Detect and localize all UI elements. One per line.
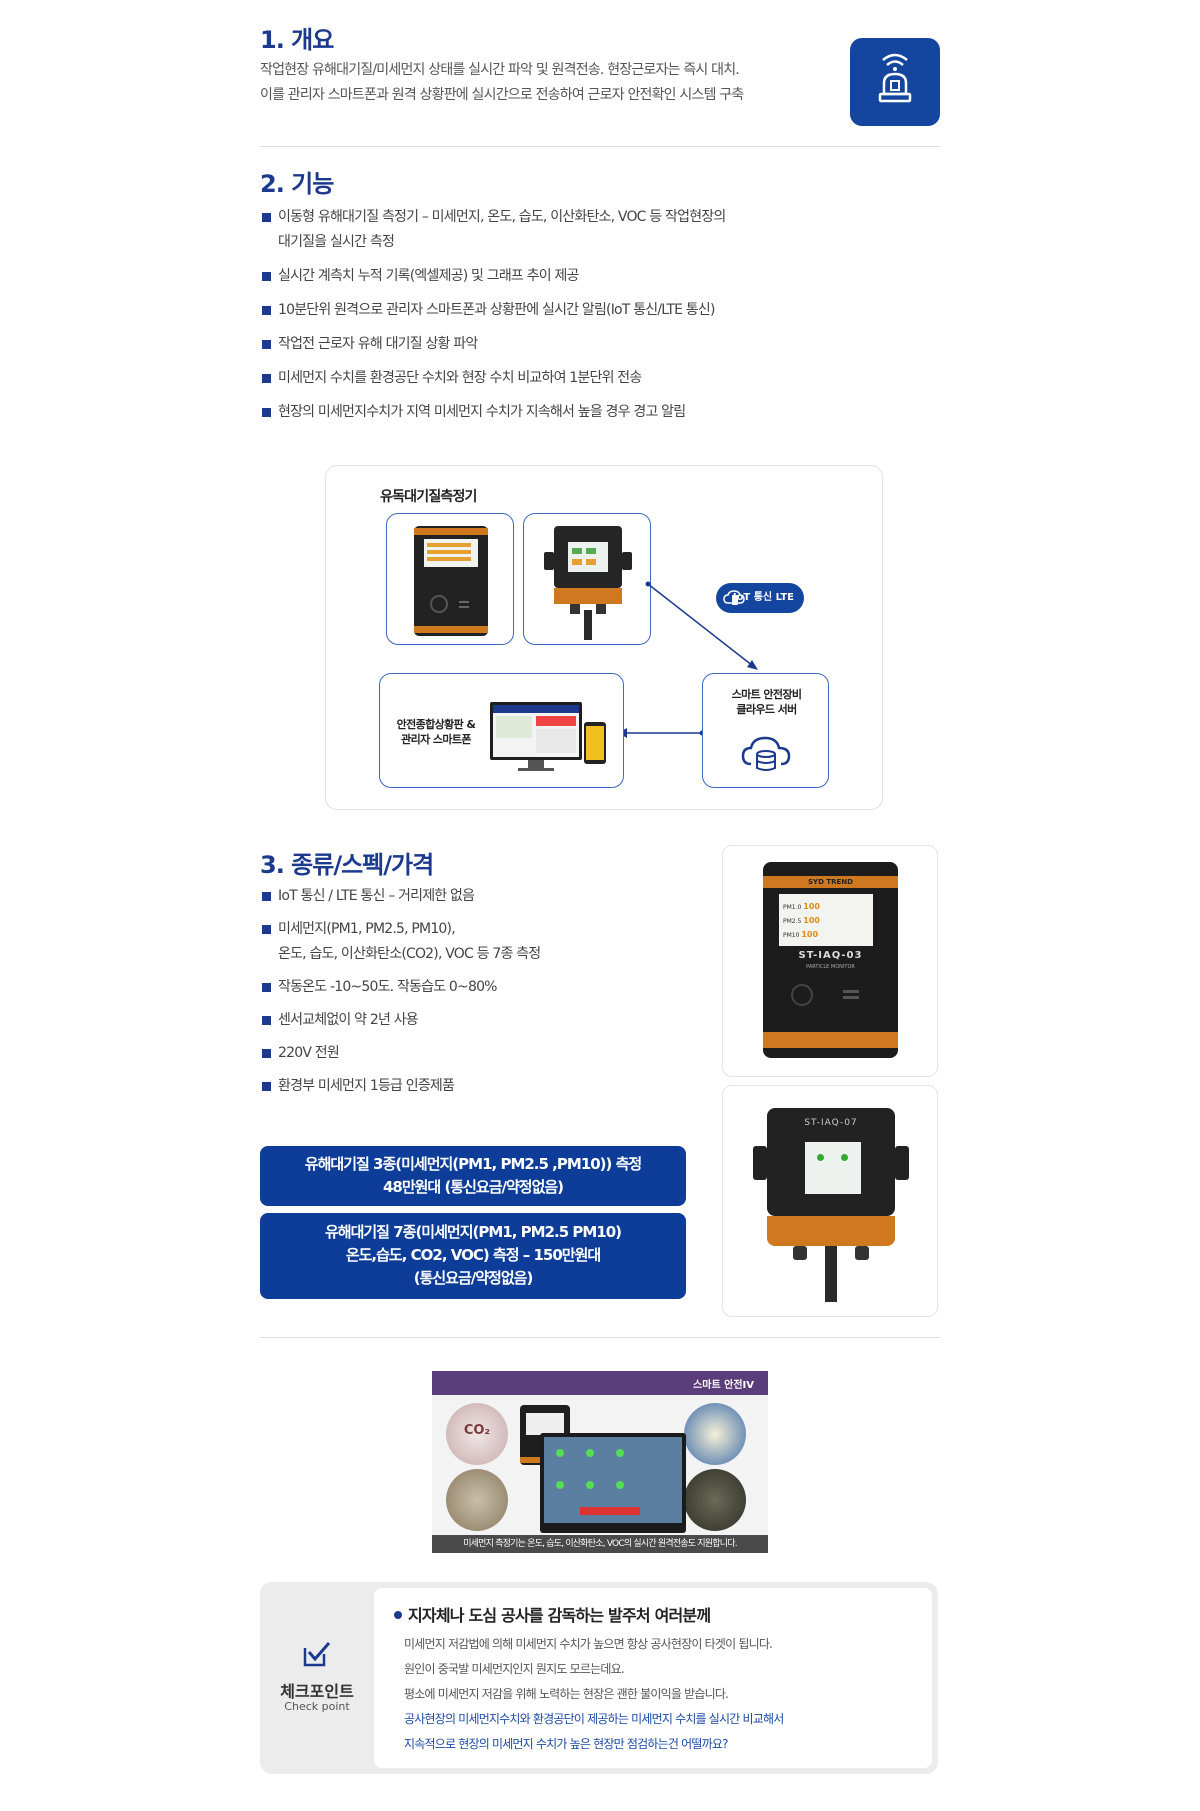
status-dot-icon	[616, 1449, 624, 1457]
iaq-03-row: PM2.5 100	[783, 916, 820, 925]
list-item: 현장의 미세먼지수치가 지역 미세먼지 수치가 지속해서 높을 경우 경고 알림	[260, 400, 725, 425]
overview-text-2: 이를 관리자 스마트폰과 원격 상황판에 실시간으로 전송하여 근로자 안전확인…	[260, 87, 744, 103]
price-7type-line-1: 유해대기질 7종(미세먼지(PM1, PM2.5 PM10)	[324, 1223, 622, 1241]
iaq-07-screen	[805, 1142, 861, 1194]
checkpoint-line-highlight: 공사현장의 미세먼지수치와 환경공단이 제공하는 미세먼지 수치를 실시간 비교…	[404, 1712, 784, 1726]
features-list: 이동형 유해대기질 측정기 – 미세먼지, 온도, 습도, 이산화탄소, VOC…	[260, 205, 726, 425]
server-label-1: 스마트 안전장비	[731, 688, 802, 701]
price-box-7type: 유해대기질 7종(미세먼지(PM1, PM2.5 PM10) 온도,습도, CO…	[260, 1213, 686, 1299]
status-dot-icon	[586, 1481, 594, 1489]
iaq-03-row: PM10 100	[783, 930, 819, 939]
checkpoint-line-highlight: 지속적으로 현장의 미세먼지 수치가 높은 현장만 점검하는건 어떨까요?	[404, 1737, 728, 1751]
checkpoint-box: 체크포인트 Check point 지자체나 도심 공사를 감독하는 발주처 여…	[260, 1582, 938, 1774]
price-7type-line-3: (통신요금/약정없음)	[413, 1269, 534, 1287]
humidity-icon	[684, 1469, 746, 1531]
list-item: 센서교체없이 약 2년 사용	[260, 1008, 540, 1033]
list-item: 미세먼지(PM1, PM2.5, PM10), 온도, 습도, 이산화탄소(CO…	[260, 917, 541, 967]
list-item: 작업전 근로자 유해 대기질 상황 파악	[260, 332, 725, 357]
sky-icon	[684, 1403, 746, 1465]
cloud-database-icon	[741, 736, 791, 771]
features-banner: 스마트 안전IV CO₂ 미세먼지 측정기는 온도, 습도, 이산화탄소, VO…	[432, 1371, 768, 1553]
banner-brand: 스마트 안전IV	[693, 1380, 754, 1391]
specs-title: 3. 종류/스펙/가격	[260, 851, 434, 879]
dashboard-box: 안전종합상황판 & 관리자 스마트폰	[379, 673, 624, 788]
iaq-03-row: PM1.0 100	[783, 902, 820, 911]
overview-title: 1. 개요	[260, 26, 334, 54]
dashboard-label-2: 관리자 스마트폰	[401, 733, 471, 746]
status-dot-icon	[616, 1481, 624, 1489]
checkpoint-subtitle: Check point	[284, 1700, 350, 1713]
cloud-phone-icon	[723, 590, 745, 605]
price-3type-line-1: 유해대기질 3종(미세먼지(PM1, PM2.5 ,PM10)) 측정	[304, 1155, 642, 1173]
list-item: 220V 전원	[260, 1041, 540, 1066]
list-item: 10분단위 원격으로 관리자 스마트폰과 상황판에 실시간 알림(IoT 통신/…	[260, 298, 725, 323]
list-item: 이동형 유해대기질 측정기 – 미세먼지, 온도, 습도, 이산화탄소, VOC…	[260, 205, 726, 255]
list-item: 작동온도 -10~50도. 작동습도 0~80%	[260, 975, 540, 1000]
iaq-03-screen: PM1.0 100 PM2.5 100 PM10 100	[779, 894, 873, 946]
alarm-light-icon	[850, 38, 940, 126]
iaq-07-device-icon	[544, 526, 632, 640]
iaq-03-brand: SYD TREND	[808, 878, 853, 886]
system-diagram: 유독대기질측정기	[325, 465, 883, 810]
monitor-phone-icon	[490, 702, 606, 771]
device-box-1	[386, 513, 514, 645]
status-dot-icon	[817, 1154, 824, 1161]
product-card-iaq-03: SYD TREND PM1.0 100 PM2.5 100 PM10 100 S…	[722, 845, 938, 1077]
iaq-03-model: ST-IAQ-03	[798, 950, 863, 961]
iaq-03-device-image: SYD TREND PM1.0 100 PM2.5 100 PM10 100 S…	[763, 862, 898, 1058]
list-item: IoT 통신 / LTE 통신 – 거리제한 없음	[260, 884, 540, 909]
iaq-07-model: ST-IAQ-07	[804, 1118, 858, 1128]
status-dot-icon	[556, 1481, 564, 1489]
product-card-iaq-07: ST-IAQ-07	[722, 1085, 938, 1317]
price-7type-line-2: 온도,습도, CO2, VOC) 측정 – 150만원대	[345, 1246, 601, 1264]
checkpoint-line: 원인이 중국발 미세먼지인지 뭔지도 모르는데요.	[404, 1662, 625, 1676]
status-dot-icon	[841, 1154, 848, 1161]
status-dot-icon	[556, 1449, 564, 1457]
checkpoint-line: 미세먼지 저감법에 의해 미세먼지 수치가 높으면 항상 공사현장이 타겟이 됩…	[404, 1637, 773, 1651]
price-3type-line-2: 48만원대 (통신요금/약정없음)	[382, 1178, 564, 1196]
server-label-2: 클라우드 서버	[736, 703, 797, 716]
diagram-title: 유독대기질측정기	[380, 489, 477, 505]
iot-lte-badge: IoT 통신 LTE	[716, 583, 804, 613]
section-divider-2	[260, 1337, 940, 1338]
dashboard-label-1: 안전종합상황판 &	[396, 718, 476, 731]
checkpoint-title: 체크포인트	[280, 1682, 354, 1701]
dashboard-screen-image	[540, 1433, 686, 1533]
banner-caption: 미세먼지 측정기는 온도, 습도, 이산화탄소, VOC의 실시간 원격전송도 …	[432, 1535, 768, 1553]
price-box-3type: 유해대기질 3종(미세먼지(PM1, PM2.5 ,PM10)) 측정 48만원…	[260, 1146, 686, 1206]
haze-icon	[446, 1469, 508, 1531]
iaq-03-device-icon	[414, 526, 488, 636]
probe-icon	[825, 1246, 837, 1302]
status-dot-icon	[586, 1449, 594, 1457]
list-item: 미세먼지 수치를 환경공단 수치와 현장 수치 비교하여 1분단위 전송	[260, 366, 725, 391]
features-title: 2. 기능	[260, 170, 334, 198]
co2-icon: CO₂	[446, 1403, 508, 1465]
sensor-port-icon	[791, 984, 813, 1006]
device-box-2	[523, 513, 651, 645]
specs-list: IoT 통신 / LTE 통신 – 거리제한 없음 미세먼지(PM1, PM2.…	[260, 884, 541, 1099]
overview-text-1: 작업현장 유해대기질/미세먼지 상태를 실시간 파악 및 원격전송. 현장근로자…	[260, 62, 740, 78]
checkpoint-heading: 지자체나 도심 공사를 감독하는 발주처 여러분께	[394, 1602, 711, 1626]
iaq-03-sub: PARTICLE MONITOR	[806, 964, 855, 970]
server-box: 스마트 안전장비 클라우드 서버	[702, 673, 829, 788]
checkpoint-line: 평소에 미세먼지 저감을 위해 노력하는 현장은 괜한 불이익을 받습니다.	[404, 1687, 729, 1701]
iaq-07-device-image: ST-IAQ-07	[767, 1108, 895, 1216]
checkbox-icon	[303, 1642, 331, 1667]
section-divider-1	[260, 146, 940, 147]
list-item: 실시간 계측치 누적 기록(엑셀제공) 및 그래프 추이 제공	[260, 264, 725, 289]
list-item: 환경부 미세먼지 1등급 인증제품	[260, 1074, 540, 1099]
